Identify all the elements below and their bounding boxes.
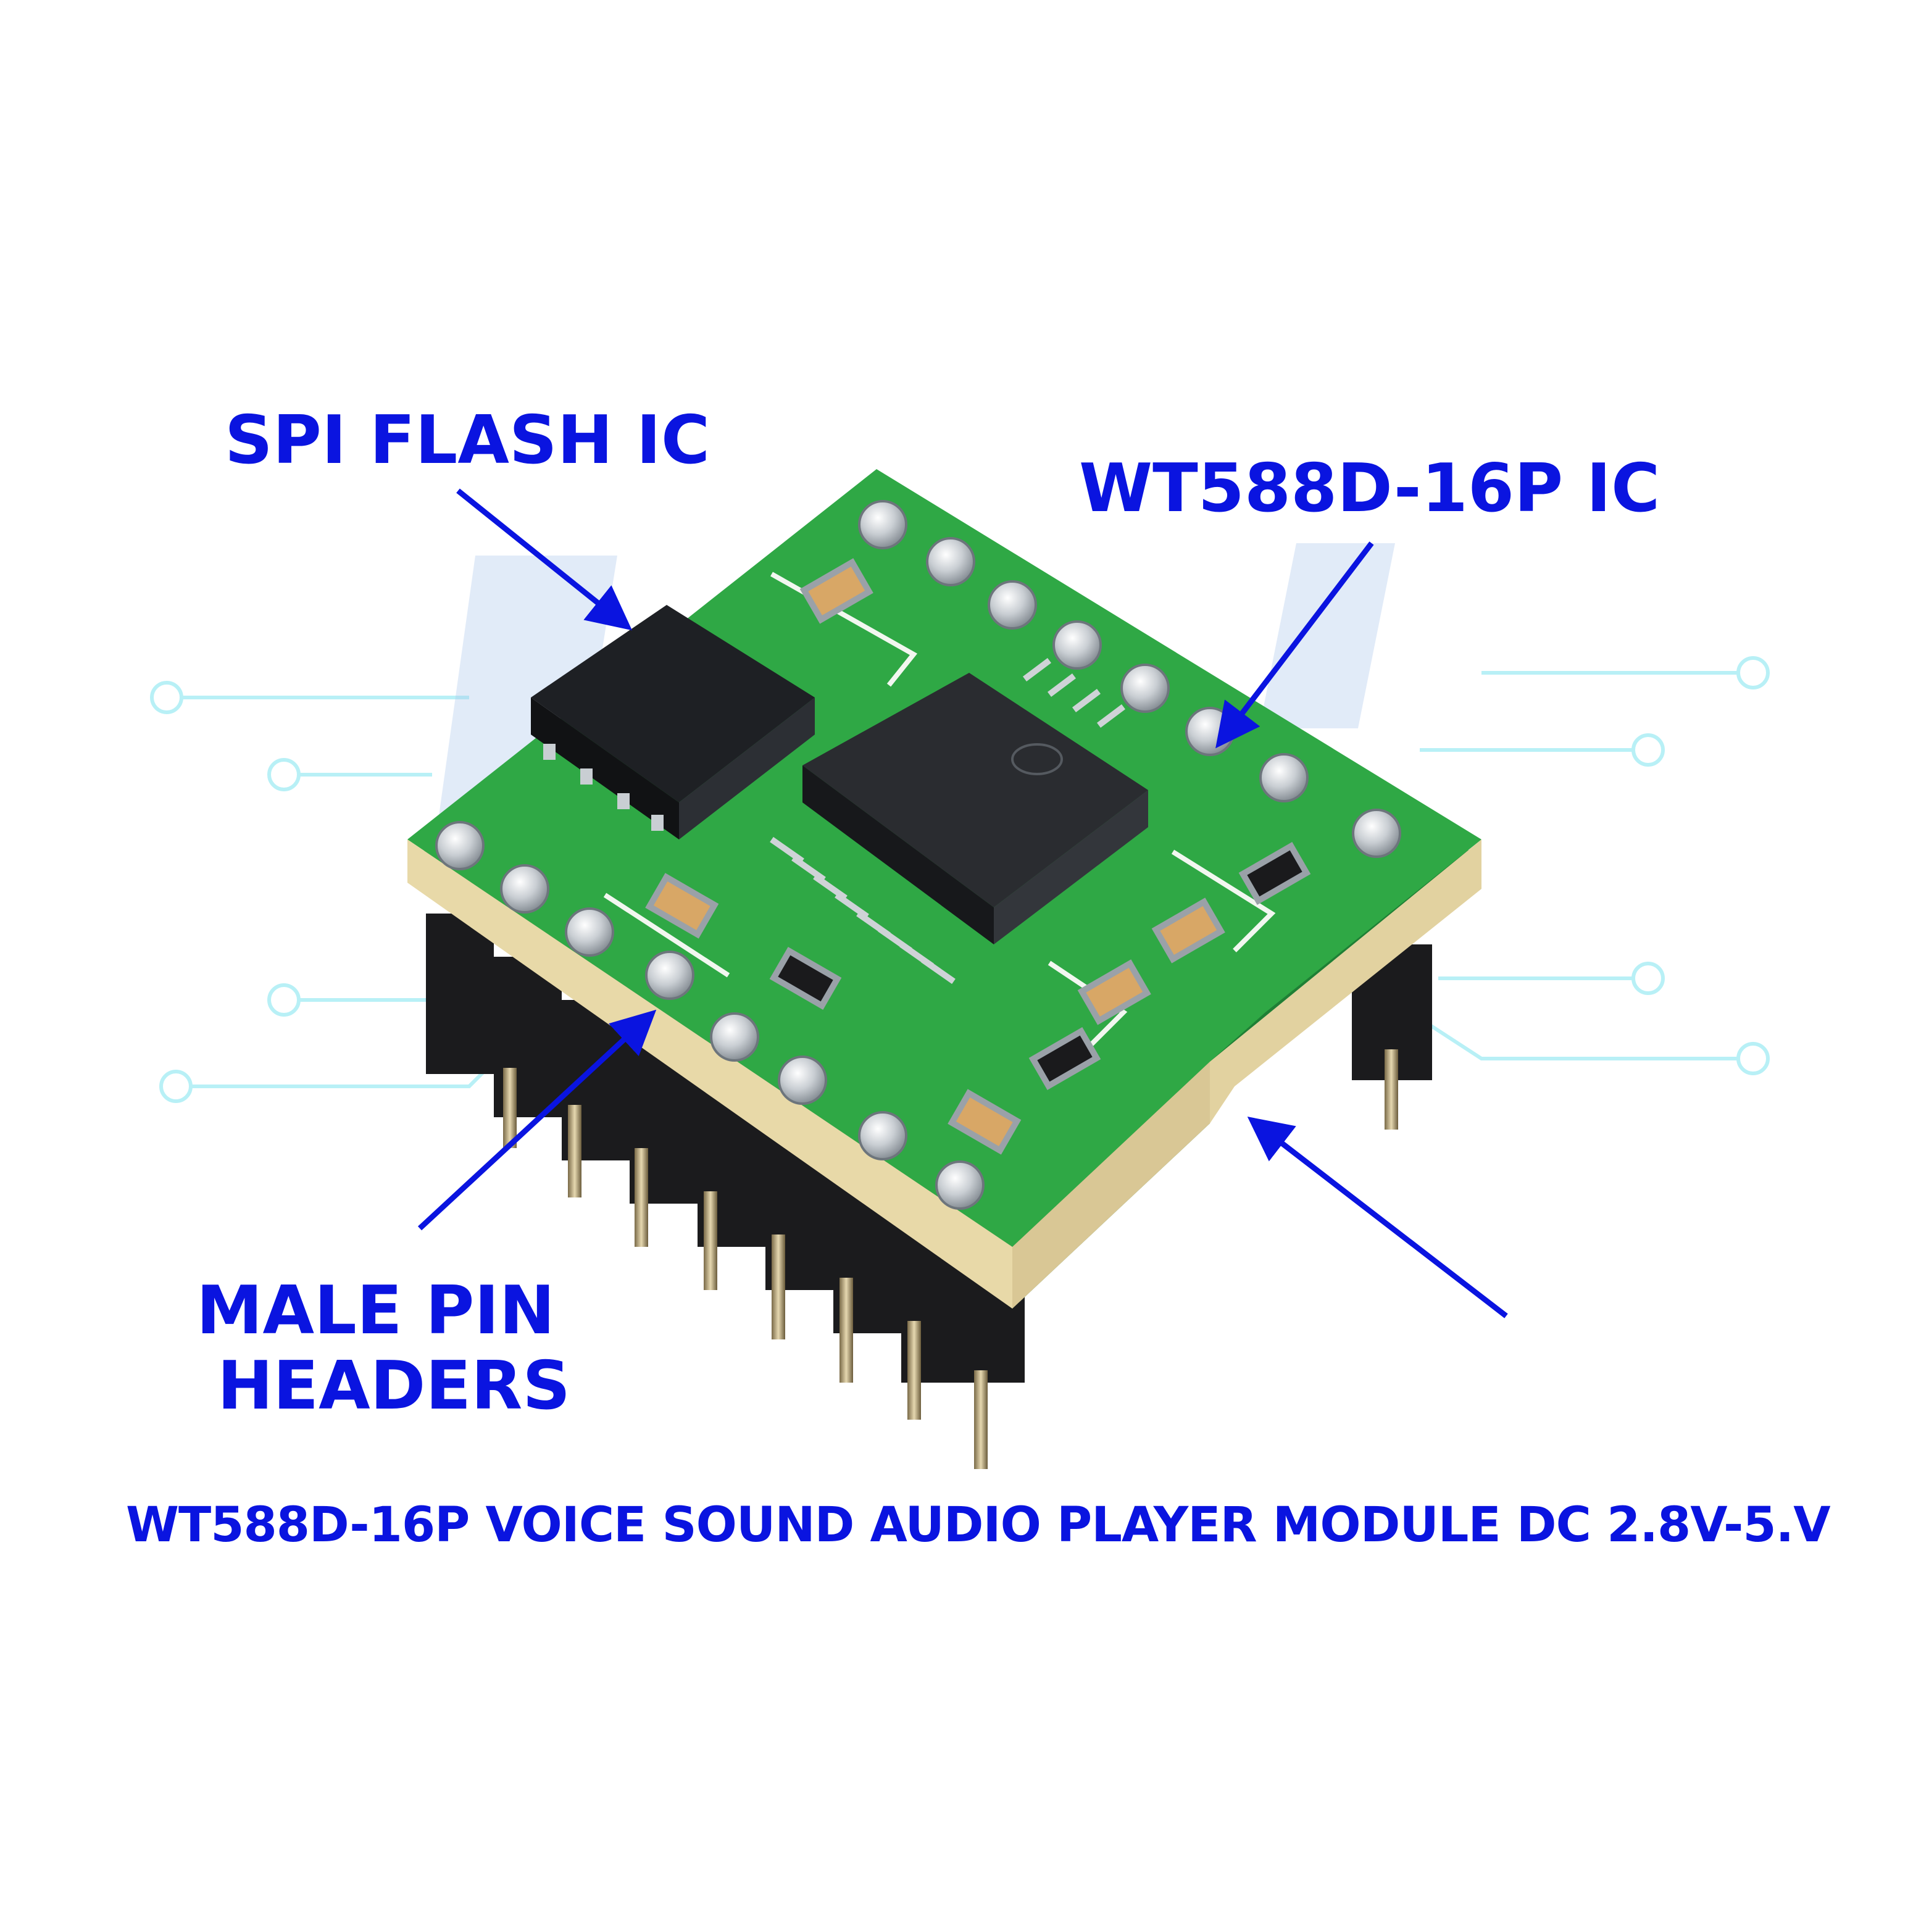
spi-flash-label: SPI FLASH IC xyxy=(225,402,710,479)
wt588d-chip xyxy=(770,658,1148,985)
arrow-male-pin xyxy=(417,1009,657,1231)
male-pin-label-line1: MALE PIN xyxy=(196,1272,555,1349)
arrow-board-edge xyxy=(1247,1117,1508,1318)
wt588d-ic-label: WT588D-16P IC xyxy=(1079,450,1660,527)
solder-pads xyxy=(435,500,1401,1210)
arrow-spi-flash xyxy=(456,488,633,631)
callout-arrows xyxy=(417,488,1508,1318)
product-caption: WT588D-16P VOICE SOUND AUDIO PLAYER MODU… xyxy=(126,1497,1831,1553)
spi-flash-chip xyxy=(531,605,815,839)
circuit-decoration xyxy=(150,656,1770,1103)
smd-components xyxy=(645,558,1311,1155)
arrow-wt588d xyxy=(1215,541,1374,749)
male-pin-label-line2: HEADERS xyxy=(217,1347,571,1425)
